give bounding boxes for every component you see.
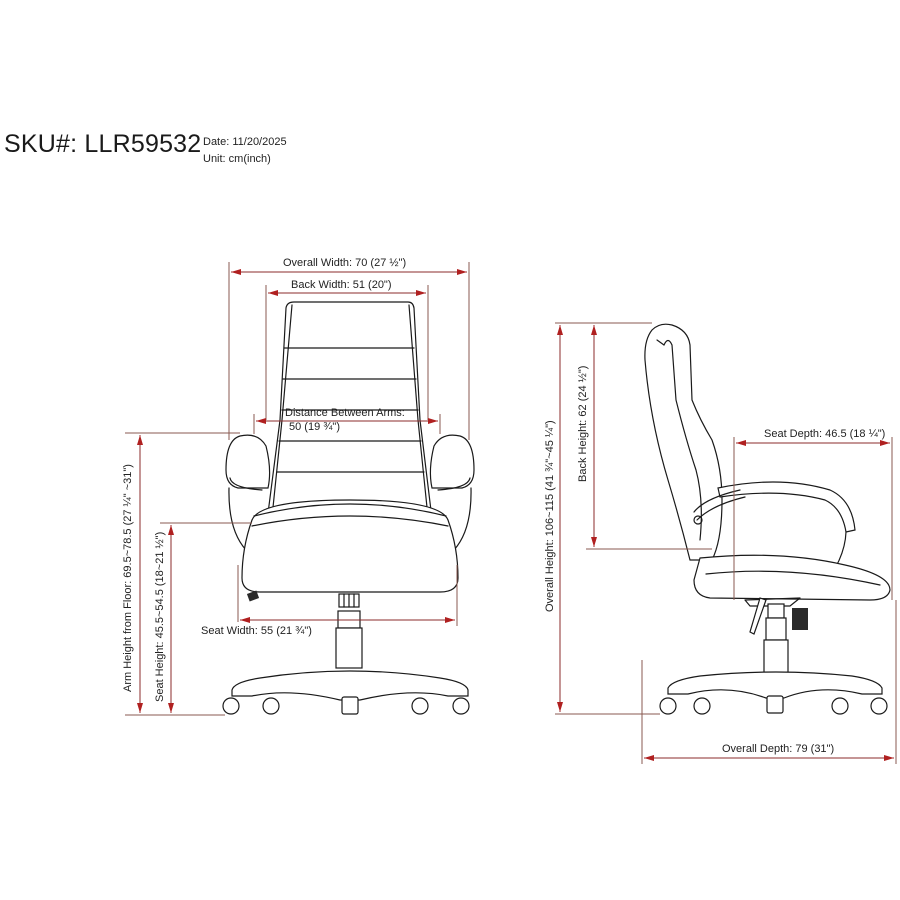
back-width-label: Back Width: 51 (20") bbox=[291, 279, 392, 291]
side-view-dimensions bbox=[555, 322, 897, 764]
sku-title: SKU#: LLR59532 bbox=[4, 130, 202, 158]
seat-depth-label: Seat Depth: 46.5 (18 ¼") bbox=[764, 428, 885, 440]
front-view-dimensions bbox=[125, 262, 470, 716]
overall-width-label: Overall Width: 70 (27 ½") bbox=[283, 257, 406, 269]
date-label: Date: 11/20/2025 bbox=[203, 136, 287, 148]
front-view-chair bbox=[222, 301, 475, 715]
overall-height-label: Overall Height: 106~115 (41 ¾"~45 ¼") bbox=[544, 420, 556, 612]
distance-between-arms-value: 50 (19 ¾") bbox=[289, 421, 340, 433]
arm-height-label: Arm Height from Floor: 69.5~78.5 (27 ¼" … bbox=[122, 464, 134, 692]
unit-label: Unit: cm(inch) bbox=[203, 153, 271, 165]
drawing-meta: Date: 11/20/2025 Unit: cm(inch) bbox=[203, 134, 287, 168]
back-height-label: Back Height: 62 (24 ½") bbox=[577, 366, 589, 482]
seat-height-label: Seat Height: 45.5~54.5 (18~21 ½") bbox=[154, 532, 166, 702]
distance-between-arms-label: Distance Between Arms: bbox=[285, 407, 405, 419]
side-view-chair bbox=[644, 323, 891, 715]
overall-depth-label: Overall Depth: 79 (31") bbox=[722, 743, 834, 755]
seat-width-label: Seat Width: 55 (21 ¾") bbox=[201, 625, 312, 637]
